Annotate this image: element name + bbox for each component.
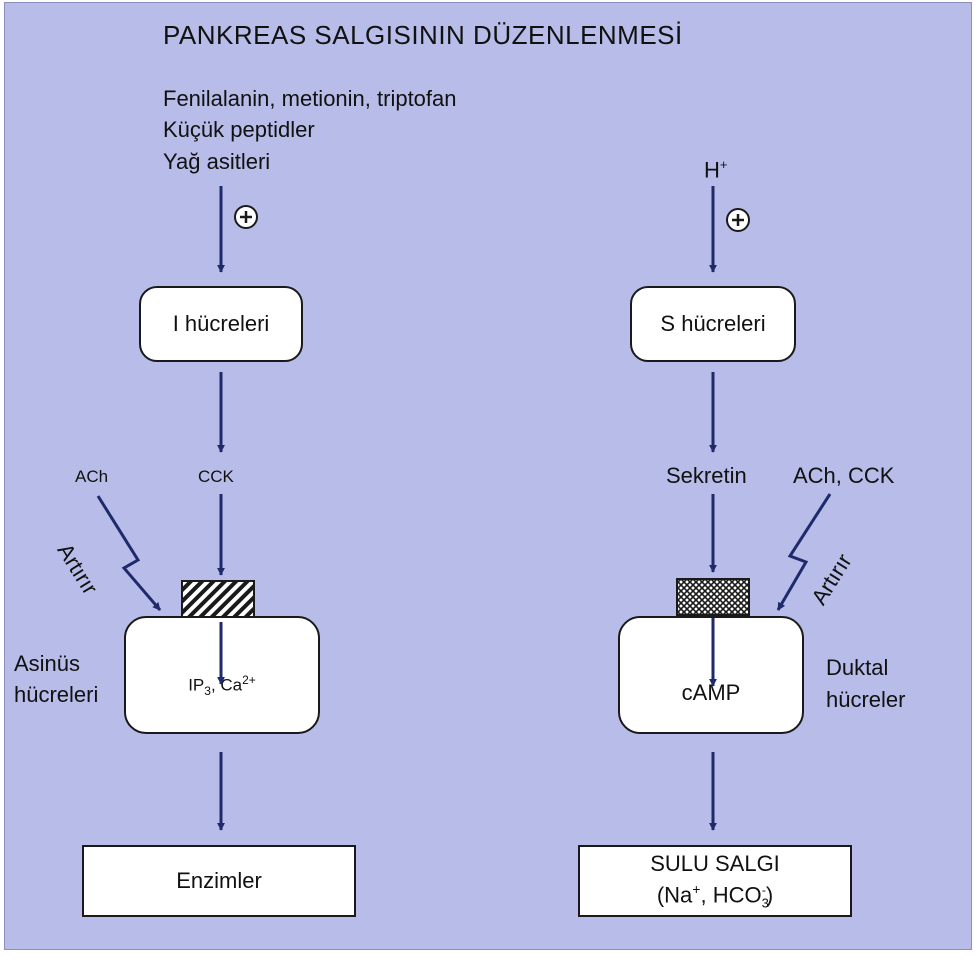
right-ach-cck-label: ACh, CCK [793,463,895,488]
ip3-ca-label: IP3, Ca2+ [188,673,256,699]
secretin-label: Sekretin [666,463,747,488]
aqueous-secretion-box: SULU SALGI (Na+, HCO3-) [578,845,852,917]
right-plus-sign [726,208,750,232]
acinar-cells-label-1: Asinüs [14,651,81,676]
left-ach-zigzag-arrow [96,495,162,611]
diagram-panel [4,2,972,950]
h-plus-label: H+ [704,157,728,183]
ductal-cells-label-2: hücreler [826,687,906,712]
enzymes-box: Enzimler [82,845,356,917]
acinar-cells-label-2: hücreleri [14,682,99,707]
i-cells-box: I hücreleri [139,286,303,362]
left-plus-sign [234,205,258,229]
cck-label: CCK [198,467,234,486]
right-arrows [709,186,832,831]
left-stimulus-1: Fenilalanin, metionin, triptofan [163,86,457,111]
aqueous-secretion-ions: (Na+, HCO3-) [656,881,774,911]
ductal-cell-box: cAMP [618,616,804,734]
aqueous-secretion-label: SULU SALGI [650,851,780,877]
right-ach-cck-zigzag-arrow [776,493,832,611]
s-cells-box: S hücreleri [630,286,796,362]
enzymes-label: Enzimler [176,868,262,893]
cck-receptor [181,580,255,618]
diagram-title: PANKREAS SALGISININ DÜZENLENMESİ [163,20,683,50]
left-stimulus-3: Yağ asitleri [163,149,271,174]
left-stimulus-2: Küçük peptidler [163,117,315,142]
left-arrows [96,186,225,831]
secretin-receptor [676,578,750,616]
s-cells-label: S hücreleri [660,311,766,336]
i-cells-label: I hücreleri [172,311,270,336]
left-ach-label: ACh [75,467,109,486]
ductal-cells-label-1: Duktal [826,655,889,680]
